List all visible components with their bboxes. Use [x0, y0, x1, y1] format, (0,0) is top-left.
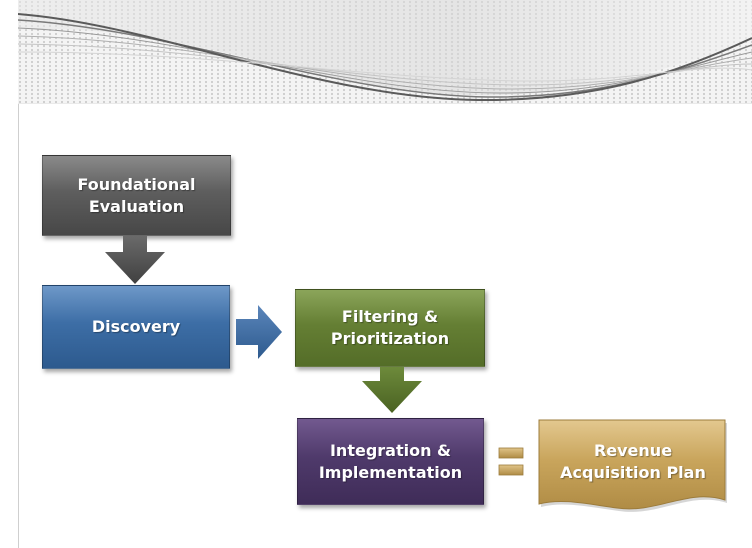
- discovery-box: Discovery: [42, 285, 230, 369]
- foundational-evaluation-box: Foundational Evaluation: [42, 155, 231, 236]
- filtering-prioritization-box: Filtering & Prioritization: [295, 289, 485, 367]
- filtering-prioritization-label: Filtering & Prioritization: [330, 307, 450, 348]
- document-shape: [538, 419, 727, 512]
- revenue-acquisition-plan-box: Revenue Acquisition Plan: [537, 418, 729, 514]
- integration-implementation-label: Integration & Implementation: [318, 440, 463, 482]
- decorative-header-banner: [18, 0, 752, 104]
- arrow-down-foundational-to-discovery: [105, 236, 165, 284]
- revenue-acquisition-plan-label: Revenue Acquisition Plan: [560, 441, 706, 482]
- integration-implementation-box: Integration & Implementation: [297, 418, 484, 505]
- arrow-right-discovery-to-filtering: [236, 305, 282, 359]
- arrow-down-filtering-to-integration: [362, 367, 422, 413]
- foundational-evaluation-label: Foundational Evaluation: [77, 174, 196, 216]
- equals-icon: [498, 447, 524, 476]
- discovery-label: Discovery: [91, 317, 181, 336]
